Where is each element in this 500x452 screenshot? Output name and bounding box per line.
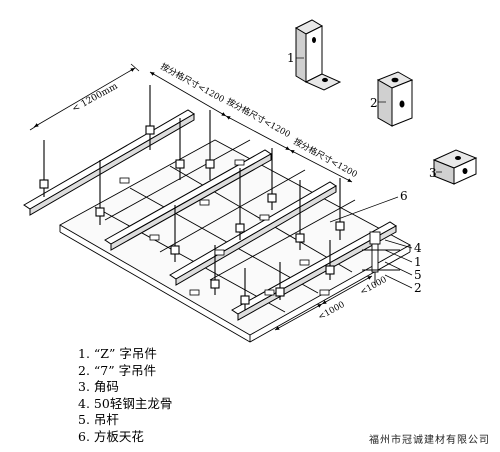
callout-right-6: 6 — [400, 189, 408, 203]
callout-right-1: 1 — [414, 255, 422, 269]
hanger-rods — [39, 85, 345, 310]
callout-right-2: 2 — [414, 281, 422, 295]
legend-item: 4. 50轻钢主龙骨 — [78, 395, 173, 411]
bottom-dimension-left: <1000 — [317, 300, 347, 323]
z-hanger-part — [294, 19, 342, 91]
company-name: 福州市冠诚建材有限公司 — [369, 435, 490, 446]
angle-bracket-part — [432, 149, 478, 185]
callout-part-3: 3 — [429, 166, 437, 180]
edge-detail — [362, 231, 400, 285]
spacing-dimension-3: 按分格尺寸<1200 — [292, 136, 360, 180]
callout-right-5: 5 — [414, 268, 422, 282]
dimension-lines — [29, 63, 373, 331]
legend-item: 1. “Z” 字吊件 — [78, 346, 157, 361]
top-span-dimension: < 1200mm — [71, 81, 120, 114]
callout-part-2: 2 — [370, 96, 378, 110]
legend-item: 6. 方板天花 — [78, 428, 144, 444]
legend-item: 5. 吊杆 — [78, 412, 119, 427]
seven-hanger-part — [376, 71, 414, 127]
parts-legend: 1. “Z” 字吊件 2. “7” 字吊件 3. 角码 4. 50轻钢主龙骨 5… — [78, 346, 172, 445]
legend-item: 2. “7” 字吊件 — [78, 362, 157, 378]
callout-leaders — [296, 57, 442, 289]
callout-right-4: 4 — [414, 241, 422, 255]
callout-part-1: 1 — [287, 51, 295, 65]
legend-item: 3. 角码 — [78, 379, 119, 394]
